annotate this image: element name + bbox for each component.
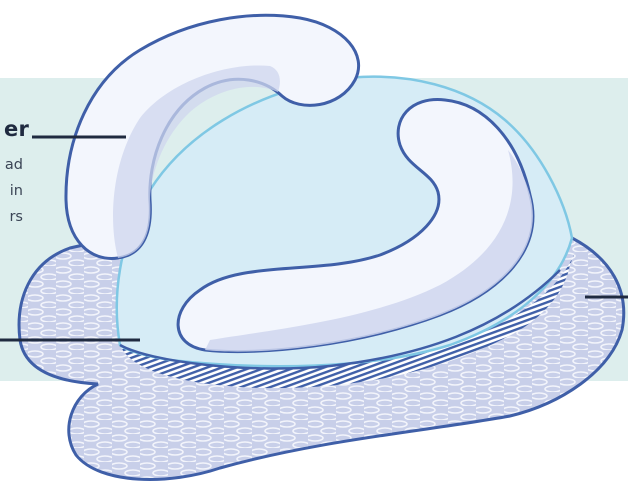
callout-line-2: in	[0, 178, 23, 204]
callout-title-fragment: er	[0, 117, 29, 141]
callout-line-3: rs	[0, 204, 23, 230]
callout-text-fragments: ad in rs	[0, 152, 23, 230]
callout-line-1: ad	[0, 152, 23, 178]
